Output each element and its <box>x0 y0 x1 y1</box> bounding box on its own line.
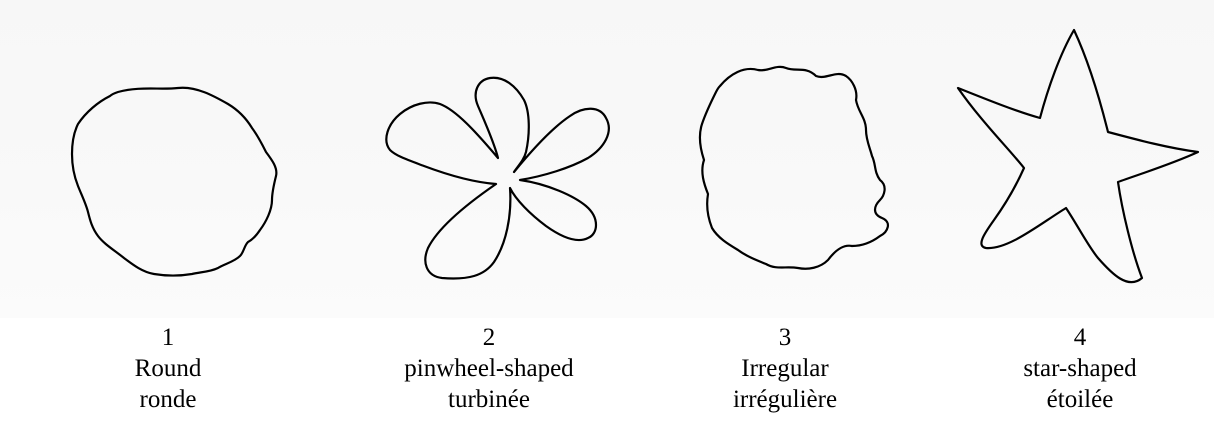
star-outline-icon <box>958 30 1198 282</box>
caption-french: ronde <box>18 384 318 415</box>
caption-french: étoilée <box>930 384 1214 415</box>
irregular-outline-icon <box>700 67 888 269</box>
caption-star: 4 star-shaped étoilée <box>930 322 1214 415</box>
caption-round: 1 Round ronde <box>18 322 318 415</box>
illustration-panel <box>0 0 1214 318</box>
caption-english: Round <box>18 353 318 384</box>
caption-english: pinwheel-shaped <box>339 353 639 384</box>
round-outline-icon <box>72 88 276 276</box>
outline-drawings <box>0 0 1214 318</box>
caption-number: 1 <box>18 322 318 353</box>
caption-english: star-shaped <box>930 353 1214 384</box>
caption-english: Irregular <box>635 353 935 384</box>
caption-irregular: 3 Irregular irrégulière <box>635 322 935 415</box>
caption-number: 4 <box>930 322 1214 353</box>
caption-pinwheel: 2 pinwheel-shaped turbinée <box>339 322 639 415</box>
caption-french: irrégulière <box>635 384 935 415</box>
caption-french: turbinée <box>339 384 639 415</box>
caption-number: 2 <box>339 322 639 353</box>
pinwheel-outline-icon <box>386 78 608 279</box>
caption-number: 3 <box>635 322 935 353</box>
